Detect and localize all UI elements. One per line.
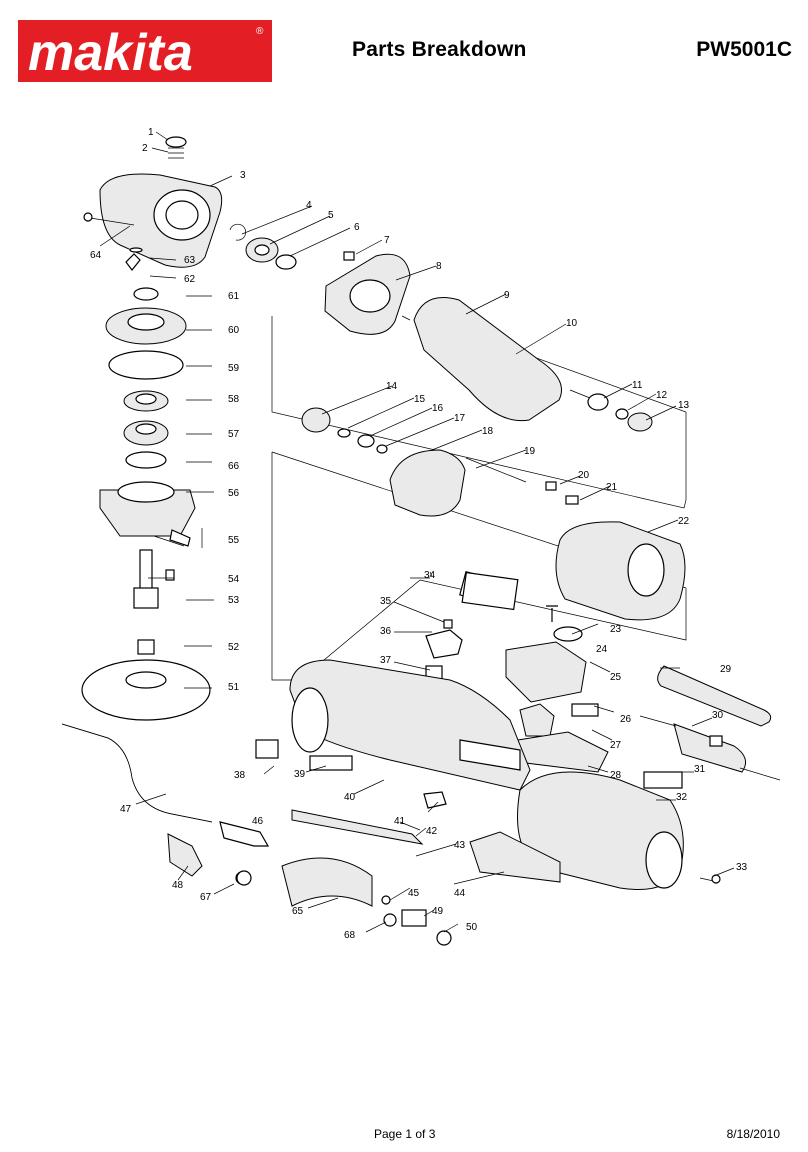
registered-mark: ® xyxy=(256,26,264,37)
part-label-59: 59 xyxy=(228,363,240,374)
part-label-10: 10 xyxy=(566,318,578,329)
part-label-23: 23 xyxy=(610,624,622,635)
frame-housing xyxy=(271,452,687,681)
part-label-53: 53 xyxy=(228,595,240,606)
part-label-37: 37 xyxy=(380,655,392,666)
part-label-49: 49 xyxy=(432,906,444,917)
part-label-19: 19 xyxy=(524,446,536,457)
part-label-58: 58 xyxy=(228,394,240,405)
part-label-4: 4 xyxy=(306,200,312,211)
part-label-5: 5 xyxy=(328,210,334,221)
part-label-55: 55 xyxy=(228,535,240,546)
part-label-45: 45 xyxy=(408,888,420,899)
part-label-30: 30 xyxy=(712,710,724,721)
part-label-33: 33 xyxy=(736,862,748,873)
part-label-21: 21 xyxy=(606,482,618,493)
part-label-25: 25 xyxy=(610,672,622,683)
part-label-24: 24 xyxy=(596,644,608,655)
part-label-40: 40 xyxy=(344,792,356,803)
part-label-16: 16 xyxy=(432,403,444,414)
part-label-66: 66 xyxy=(228,461,240,472)
part-label-26: 26 xyxy=(620,714,632,725)
part-label-11: 11 xyxy=(632,380,643,391)
part-label-48: 48 xyxy=(172,880,184,891)
page-title: Parts Breakdown xyxy=(352,38,527,61)
part-label-6: 6 xyxy=(354,222,360,233)
part-label-65: 65 xyxy=(292,906,304,917)
page-number: Page 1 of 3 xyxy=(374,1127,436,1141)
part-label-39: 39 xyxy=(294,769,306,780)
handle-group xyxy=(61,723,561,946)
exploded-parts-diagram: 1 2 3 4 5 6 7 8 9 10 11 12 13 14 15 16 1… xyxy=(61,127,781,946)
part-label-50: 50 xyxy=(466,922,478,933)
part-label-57: 57 xyxy=(228,429,240,440)
part-label-36: 36 xyxy=(380,626,392,637)
brand-wordmark: makita xyxy=(28,24,193,82)
part-label-7: 7 xyxy=(384,235,390,246)
gear-housing-group xyxy=(81,136,223,721)
part-label-67: 67 xyxy=(200,892,212,903)
part-label-46: 46 xyxy=(252,816,264,827)
part-label-44: 44 xyxy=(454,888,466,899)
part-label-47: 47 xyxy=(120,804,132,815)
part-label-41: 41 xyxy=(394,816,406,827)
part-label-68: 68 xyxy=(344,930,356,941)
makita-logo: makita ® xyxy=(18,20,272,82)
model-number: PW5001C xyxy=(696,38,792,61)
leader-lines xyxy=(99,131,735,933)
part-label-14: 14 xyxy=(386,381,398,392)
part-label-51: 51 xyxy=(228,682,240,693)
part-label-31: 31 xyxy=(694,764,706,775)
part-label-34: 34 xyxy=(424,570,436,581)
part-label-29: 29 xyxy=(720,664,732,675)
part-label-35: 35 xyxy=(380,596,392,607)
frame-motor xyxy=(271,315,687,509)
part-label-9: 9 xyxy=(504,290,510,301)
part-labels: 1 2 3 4 5 6 7 8 9 10 11 12 13 14 15 16 1… xyxy=(90,127,748,941)
part-label-38: 38 xyxy=(234,770,246,781)
part-label-22: 22 xyxy=(678,516,690,527)
part-label-32: 32 xyxy=(676,792,688,803)
part-label-13: 13 xyxy=(678,400,690,411)
cord-group xyxy=(639,665,781,781)
part-label-61: 61 xyxy=(228,291,240,302)
part-label-42: 42 xyxy=(426,826,438,837)
part-label-56: 56 xyxy=(228,488,240,499)
part-label-3: 3 xyxy=(240,170,246,181)
part-label-15: 15 xyxy=(414,394,426,405)
armature-group xyxy=(301,297,653,517)
bearing-group xyxy=(229,223,411,335)
part-label-43: 43 xyxy=(454,840,466,851)
part-label-18: 18 xyxy=(482,426,494,437)
part-label-60: 60 xyxy=(228,325,240,336)
part-label-1: 1 xyxy=(148,127,154,138)
part-label-64: 64 xyxy=(90,250,102,261)
print-date: 8/18/2010 xyxy=(726,1127,780,1141)
part-label-52: 52 xyxy=(228,642,240,653)
part-label-54: 54 xyxy=(228,574,240,585)
part-label-12: 12 xyxy=(656,390,668,401)
part-label-63: 63 xyxy=(184,255,196,266)
part-label-2: 2 xyxy=(142,143,148,154)
part-label-20: 20 xyxy=(578,470,590,481)
part-label-17: 17 xyxy=(454,413,466,424)
field-part xyxy=(555,521,686,621)
part-label-8: 8 xyxy=(436,261,442,272)
part-label-28: 28 xyxy=(610,770,622,781)
part-label-62: 62 xyxy=(184,274,196,285)
part-label-27: 27 xyxy=(610,740,622,751)
